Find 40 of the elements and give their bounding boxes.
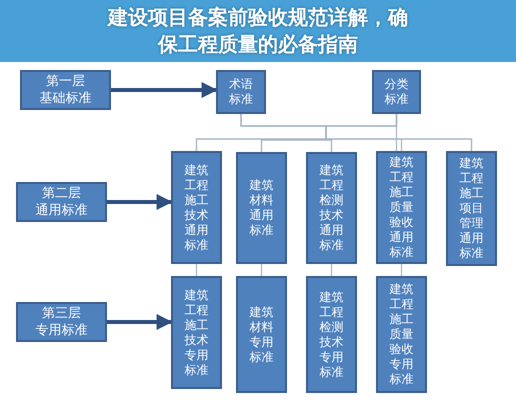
standard-box [306, 152, 357, 264]
standard-box [171, 151, 222, 264]
arrow [111, 82, 218, 98]
box-label: 术语标准 [229, 77, 253, 107]
box-label: 建筑工程施工质量验收专用标准 [390, 282, 414, 387]
box-label: 第三层 [42, 305, 81, 322]
standard-box [16, 302, 107, 342]
standard-box [306, 276, 357, 393]
box-label: 建筑工程施工项目管理通用标准 [460, 156, 484, 261]
box-label: 分类标准 [384, 77, 408, 107]
box-label: 专用标准 [36, 322, 88, 339]
connector-line [325, 114, 472, 151]
arrow [107, 314, 173, 330]
box-label: 建筑工程检测技术通用标准 [320, 163, 344, 253]
arrow [107, 194, 173, 210]
box-label: 建筑工程施工质量验收通用标准 [390, 155, 414, 260]
standard-box [376, 276, 427, 393]
connector-line [330, 264, 332, 276]
box-label: 建筑材料通用标准 [250, 178, 274, 238]
box-label: 建筑工程施工技术通用标准 [184, 162, 208, 252]
standard-box [446, 151, 497, 266]
standard-box [20, 70, 111, 110]
box-label: 基础标准 [40, 90, 92, 107]
standard-box [236, 152, 287, 264]
box-label: 第二层 [42, 185, 81, 202]
standard-box [236, 276, 287, 393]
box-label: 通用标准 [36, 202, 88, 219]
standard-box [16, 182, 107, 222]
box-label: 建筑材料专用标准 [250, 304, 274, 364]
box-label: 建筑工程检测技术专用标准 [320, 290, 344, 380]
standard-box [376, 151, 427, 264]
standard-box [216, 70, 266, 114]
banner-title: 建设项目备案前验收规范详解，确保工程质量的必备指南 [108, 4, 408, 58]
connector-line [196, 264, 198, 276]
connector-line [260, 264, 262, 276]
standard-box [171, 276, 222, 389]
box-label: 第一层 [46, 73, 85, 90]
connector-line [400, 264, 402, 276]
box-label: 建筑工程施工技术专用标准 [184, 288, 208, 378]
standard-box [372, 70, 421, 114]
